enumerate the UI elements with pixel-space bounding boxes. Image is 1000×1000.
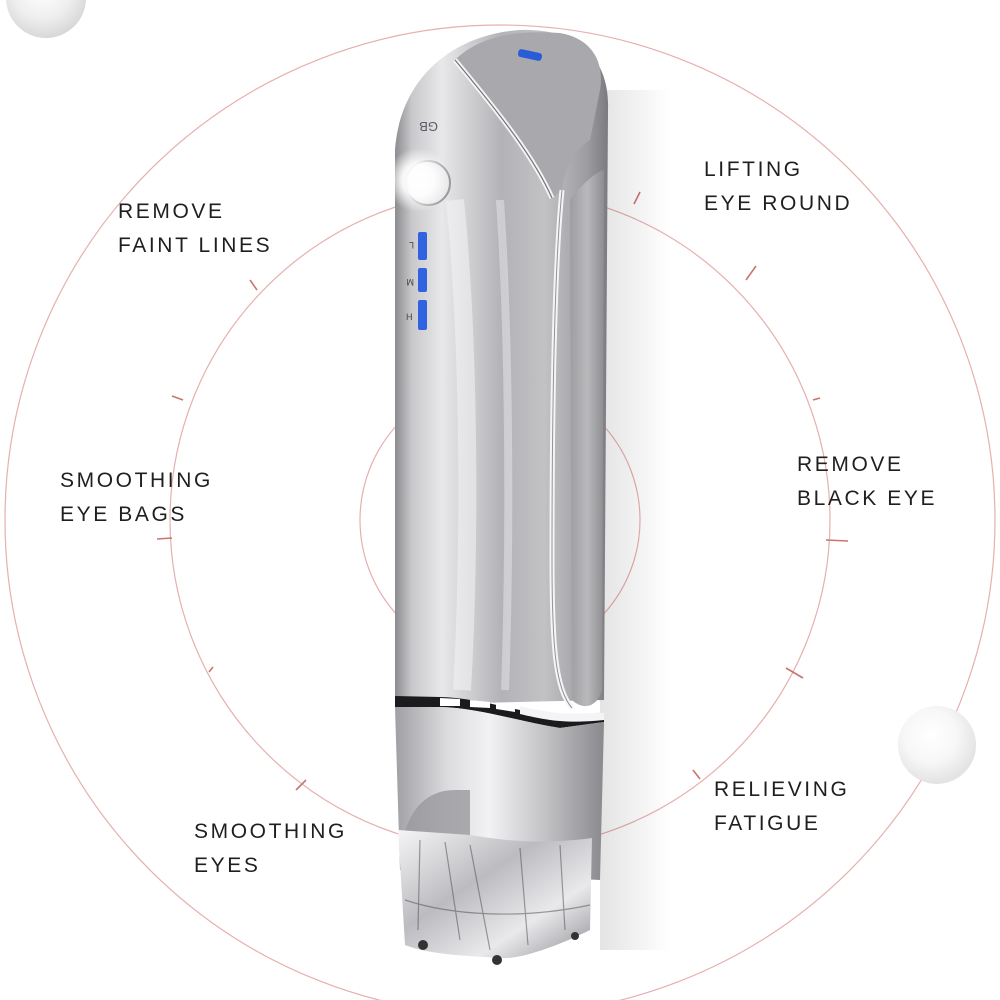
outer-ring: [4, 24, 996, 1000]
feature-line1: REMOVE: [797, 453, 904, 476]
brand-mark: GB: [419, 119, 438, 134]
feature-line1: SMOOTHING: [60, 469, 213, 492]
level-low-indicator: [418, 232, 427, 260]
feature-line1: LIFTING: [704, 158, 803, 181]
top-indicator-light: [517, 49, 543, 61]
feature-smoothing-eye-bags: SMOOTHING EYE BAGS: [60, 464, 213, 532]
level-medium-indicator: [418, 268, 427, 292]
svg-text:M: M: [407, 277, 415, 287]
feature-line2: EYE BAGS: [60, 503, 188, 526]
device-upper-body: [395, 29, 609, 705]
pearl-right: [898, 706, 976, 784]
feature-lifting-eye-round: LIFTING EYE ROUND: [704, 153, 852, 221]
led-light-glow: [386, 148, 450, 212]
feature-line2: FAINT LINES: [118, 234, 273, 257]
level-high-indicator: [418, 300, 427, 330]
svg-text:H: H: [406, 312, 413, 322]
device-top-cap: [455, 32, 601, 198]
feature-smoothing-eyes: SMOOTHING EYES: [194, 815, 347, 883]
svg-text:L: L: [409, 240, 414, 250]
device-crystal-head: [398, 830, 592, 959]
feature-line1: RELIEVING: [714, 778, 850, 801]
intensity-level-indicators: L M H: [406, 232, 427, 330]
feature-line2: FATIGUE: [714, 812, 821, 835]
feature-line2: EYES: [194, 854, 261, 877]
ring-tick-marks: [156, 191, 849, 791]
feature-relieving-fatigue: RELIEVING FATIGUE: [714, 773, 849, 841]
feature-line2: BLACK EYE: [797, 487, 938, 510]
feature-remove-faint-lines: REMOVE FAINT LINES: [118, 195, 272, 263]
feature-line2: EYE ROUND: [704, 192, 853, 215]
feature-remove-black-eye: REMOVE BLACK EYE: [797, 448, 937, 516]
feature-line1: REMOVE: [118, 200, 225, 223]
feature-line1: SMOOTHING: [194, 820, 347, 843]
device-side-panel: [570, 170, 604, 707]
